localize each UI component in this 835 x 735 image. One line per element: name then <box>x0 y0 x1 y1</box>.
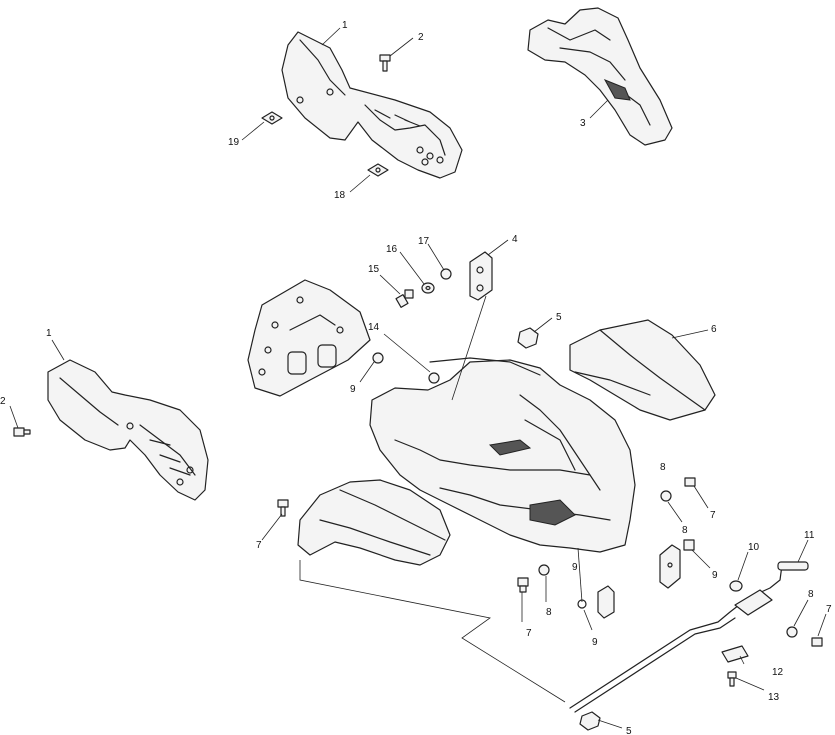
part-nut-17 <box>440 268 452 280</box>
callout-c8a: 8 <box>682 525 688 536</box>
part-screw-left <box>13 427 31 437</box>
callout-c2a: 2 <box>418 32 424 43</box>
part-washer-8-bottom <box>538 564 550 576</box>
part-screw-7-right <box>684 477 696 487</box>
callout-c9c: 9 <box>592 637 598 648</box>
part-bolt-15 <box>395 289 414 308</box>
part-washer-16 <box>421 282 435 294</box>
callout-c8d: 8 <box>660 462 666 473</box>
callout-c12: 12 <box>772 667 784 678</box>
part-right-fender <box>569 319 716 421</box>
part-fastener-14 <box>428 372 440 384</box>
callout-c17: 17 <box>418 236 430 247</box>
part-side-panel-top <box>281 31 463 179</box>
callout-c4: 4 <box>512 234 518 245</box>
part-clamp-12 <box>721 645 749 663</box>
callout-c5b: 5 <box>626 726 632 735</box>
leader-lines <box>9 27 827 729</box>
callout-c15: 15 <box>368 264 380 275</box>
callout-c8c: 8 <box>808 589 814 600</box>
callout-c7b: 7 <box>710 510 716 521</box>
part-nut-5-upper <box>517 327 539 349</box>
callout-c3: 3 <box>580 118 586 129</box>
part-front-body <box>369 357 636 553</box>
callout-c19: 19 <box>228 137 240 148</box>
callout-c7d: 7 <box>826 604 832 615</box>
callout-c7c: 7 <box>526 628 532 639</box>
callout-c13: 13 <box>768 692 780 703</box>
part-clip-9-right <box>683 539 695 551</box>
part-washer-8-edge <box>786 626 798 638</box>
callout-c14: 14 <box>368 322 380 333</box>
part-bracket-plate-right <box>659 544 681 589</box>
part-left-fender <box>297 479 451 566</box>
callout-labels: 1 2 3 19 18 4 17 16 15 5 6 14 9 1 2 7 8 … <box>0 20 832 735</box>
part-screw-7-edge <box>811 637 823 647</box>
callout-c2b: 2 <box>0 396 6 407</box>
callout-c1a: 1 <box>342 20 348 31</box>
part-fastener-9-plate <box>372 352 384 364</box>
part-screw-fender <box>277 499 289 517</box>
part-screw-13 <box>727 671 737 687</box>
part-washer-8-right <box>660 490 672 502</box>
part-screw-7-bottom <box>517 577 529 593</box>
callout-c7a: 7 <box>256 540 262 551</box>
callout-c16: 16 <box>386 244 398 255</box>
part-clip-19 <box>261 111 283 125</box>
phantom-lines <box>299 295 566 703</box>
part-bracket <box>469 251 493 301</box>
callout-c9d: 9 <box>572 562 578 573</box>
part-screw-top <box>379 54 391 72</box>
callout-c18: 18 <box>334 190 346 201</box>
part-mounting-plate <box>247 279 371 397</box>
callout-c9a: 9 <box>350 384 356 395</box>
part-side-panel-left <box>47 359 209 501</box>
callout-c11: 11 <box>804 530 815 541</box>
callout-c10: 10 <box>748 542 760 553</box>
part-front-cover <box>527 7 673 146</box>
part-support-rod <box>569 561 809 713</box>
part-washer-10 <box>729 580 743 592</box>
part-bracket-plate-bottom <box>577 585 615 619</box>
callout-c5a: 5 <box>556 312 562 323</box>
callout-c8b: 8 <box>546 607 552 618</box>
callout-c1b: 1 <box>46 328 52 339</box>
part-clip-18 <box>367 163 389 177</box>
part-nut-5-lower <box>579 711 601 731</box>
callout-c6: 6 <box>711 324 717 335</box>
callout-c9b: 9 <box>712 570 718 581</box>
